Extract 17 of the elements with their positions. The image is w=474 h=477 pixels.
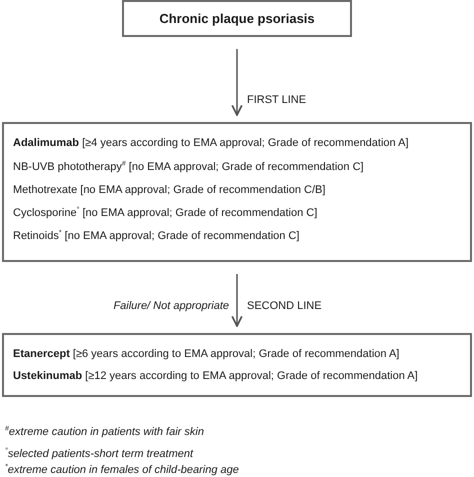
treatment-box [2, 333, 472, 397]
treatment-line: NB-UVB phototherapy$^{#}$ [no EMA approval; Grade of recommendation C] [13, 160, 364, 174]
treatment-line: Adalimumab [≥4 years according to EMA approval; Grade of recommendation A] [13, 136, 408, 150]
treatment-line: Cyclosporine$^{°}$ [no EMA approval; Grade of recommendation C] [13, 206, 318, 220]
treatment-line: Ustekinumab [≥12 years according to EMA approval; Grade of recommendation A] [13, 369, 418, 383]
footnote: $^{*}$extreme caution in females of child-bearing age [5, 463, 239, 477]
footnote: $^{°}$selected patients-short term treatment [5, 447, 194, 461]
treatment-line: Methotrexate [no EMA approval; Grade of recommendation C/B] [13, 183, 326, 197]
treatment-line: Etanercept [≥6 years according to EMA approval; Grade of recommendation A] [13, 347, 400, 361]
edge-note: Failure/ Not appropriate [113, 299, 229, 313]
treatment-line: Retinoids$^{*}$ [no EMA approval; Grade of recommendation C] [13, 229, 300, 243]
footnote: $^{#}$extreme caution in patients with fair skin [5, 425, 204, 439]
arrow [231, 49, 243, 116]
condition-title: Chronic plaque psoriasis [158, 12, 316, 26]
treatment-box [2, 122, 472, 262]
condition-box [122, 0, 352, 37]
arrow [231, 274, 243, 327]
